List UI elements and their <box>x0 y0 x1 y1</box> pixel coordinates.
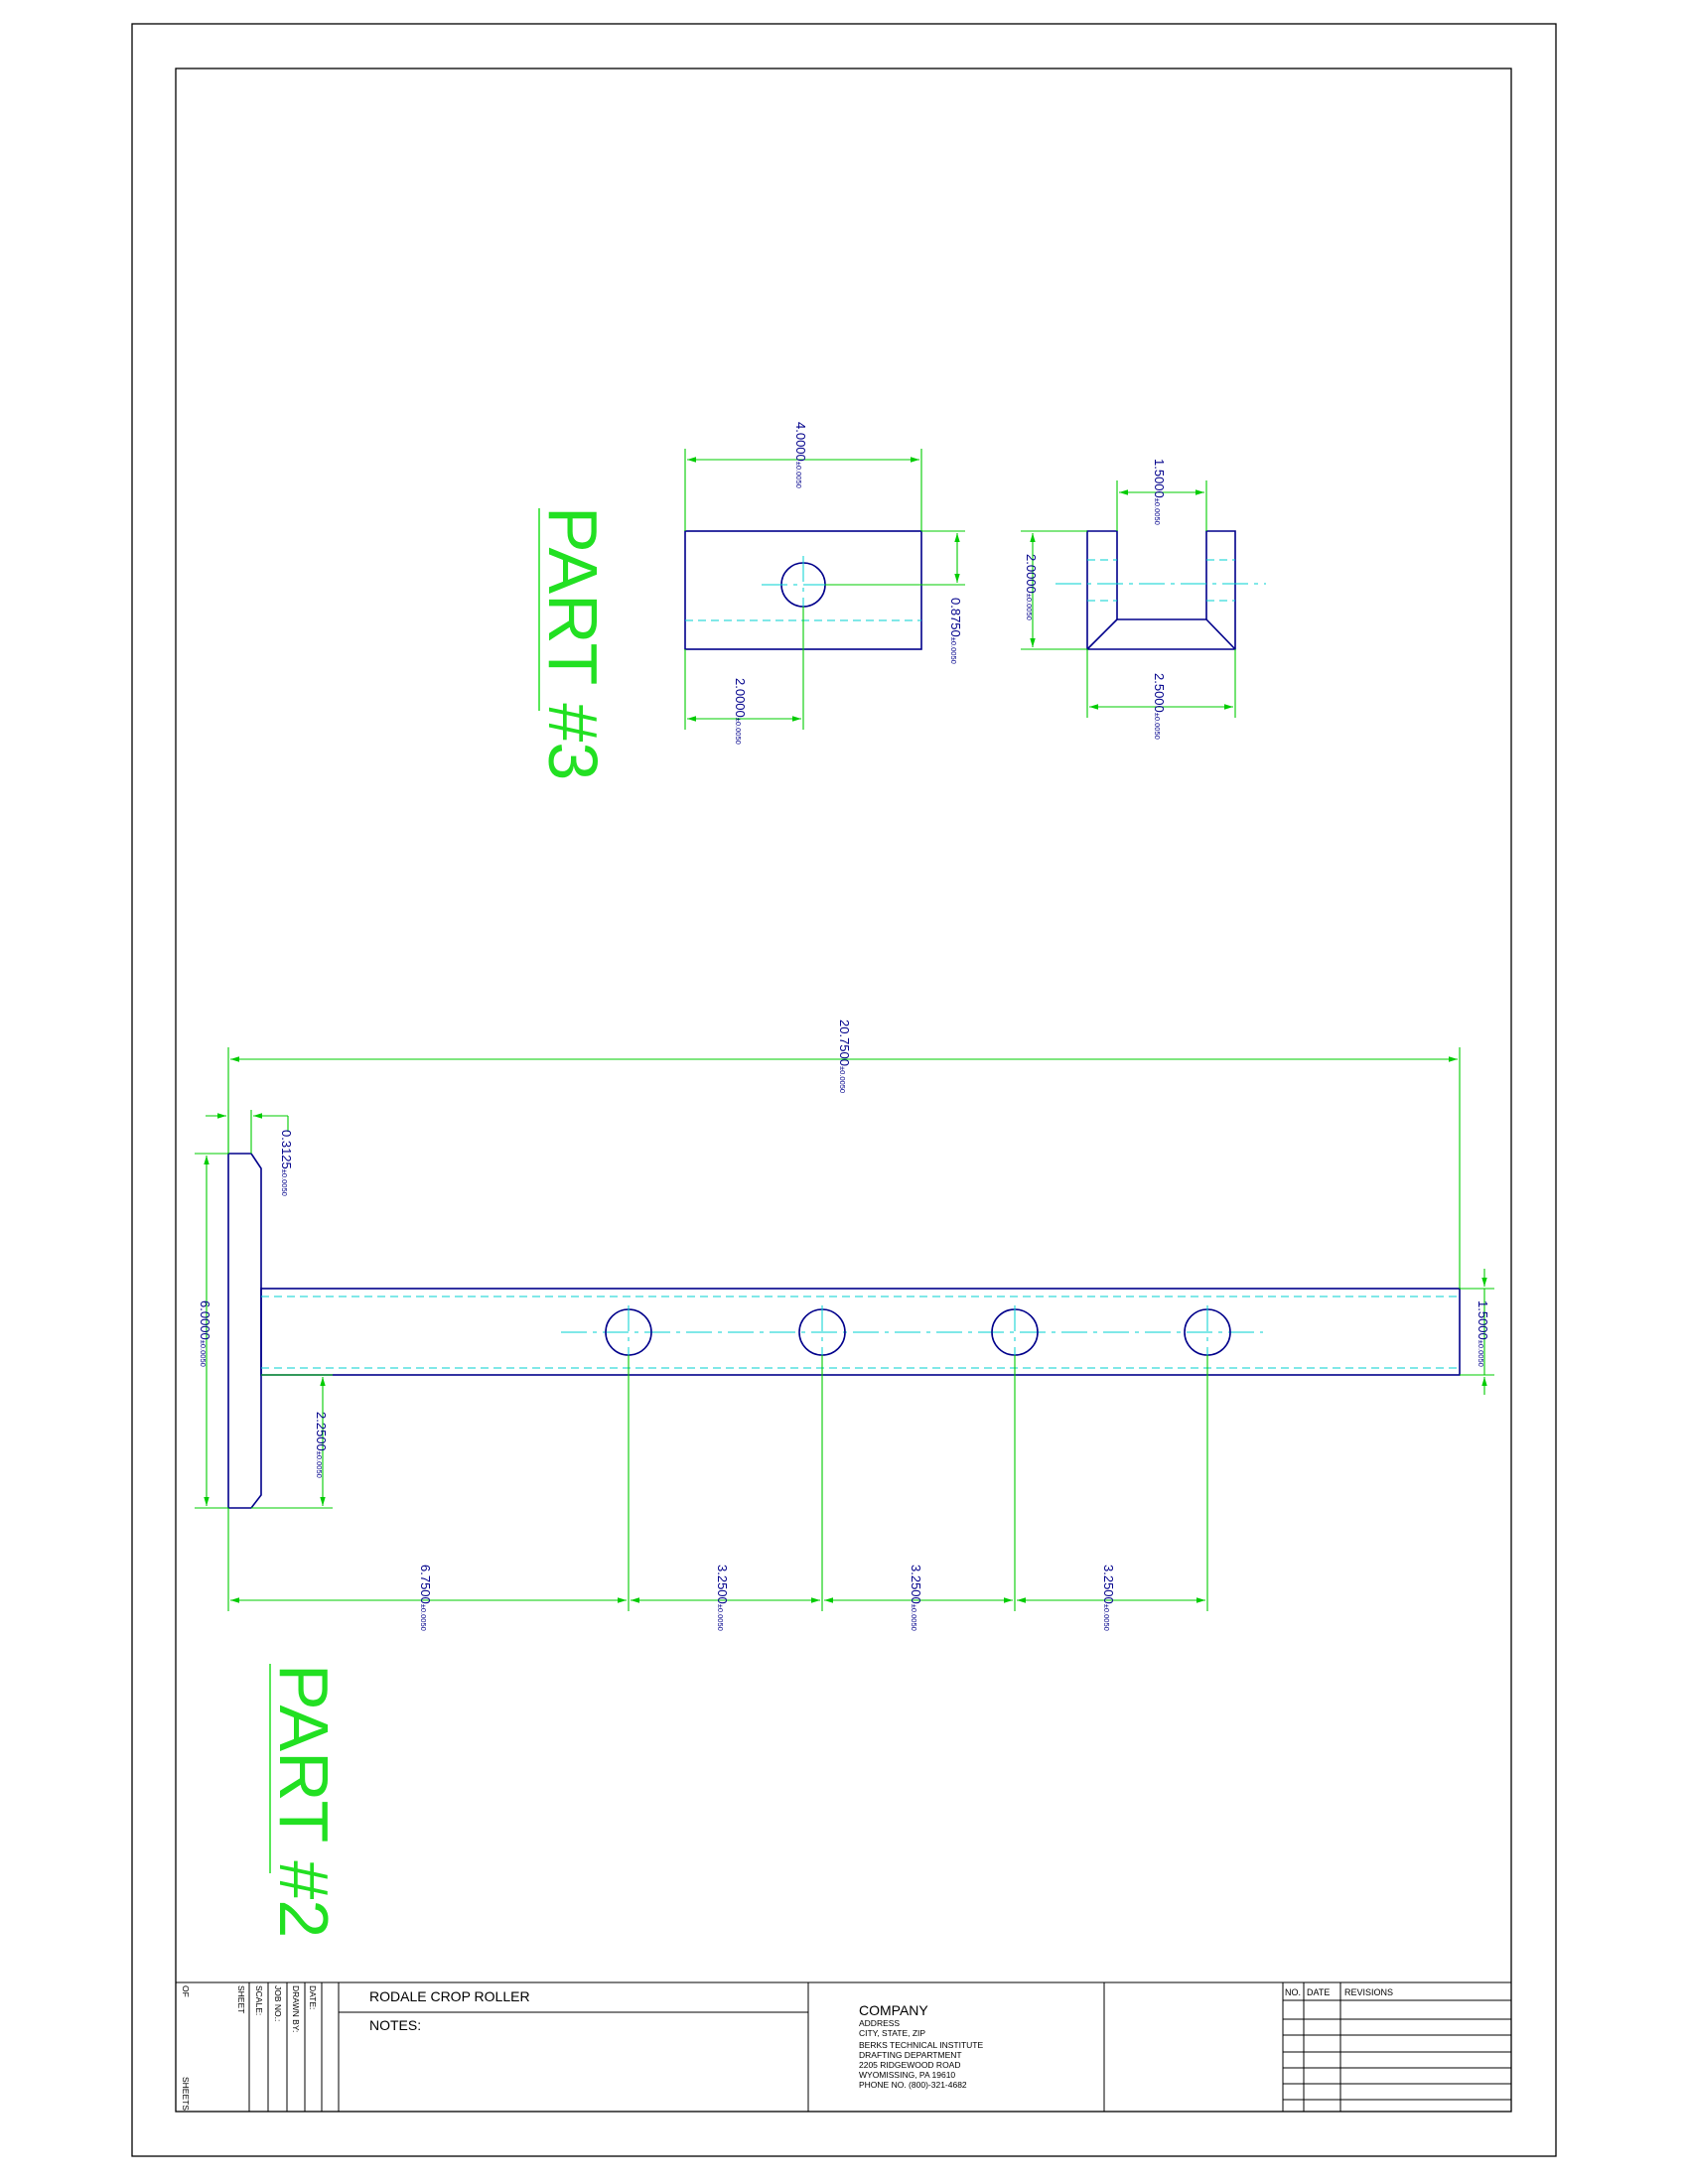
company-line-5: 2205 RIDGEWOOD ROAD <box>859 2060 961 2070</box>
part3-channel-view <box>1055 530 1266 650</box>
company-name: COMPANY <box>859 2002 928 2018</box>
field-date: DATE: <box>308 1985 318 2009</box>
part3-label-text: PART #3 <box>534 506 612 780</box>
dim-p3b-height: 2.0000±0.0050 <box>1021 530 1087 650</box>
field-job-no: JOB NO.: <box>273 1985 283 2021</box>
dim-p3-hole-y: 0.8750±0.0050 <box>825 530 965 664</box>
svg-text:2.0000±0.0050: 2.0000±0.0050 <box>1024 554 1039 620</box>
svg-text:2.0000±0.0050: 2.0000±0.0050 <box>733 678 748 745</box>
field-sheets: SHEETS <box>181 2077 191 2111</box>
dim-p3-hole-x: 2.0000±0.0050 <box>684 607 804 745</box>
dim-p2-holes: 6.7500±0.0050 3.2500±0.0050 3.2500±0.005… <box>227 1355 1208 1631</box>
dim-p2-head: 6.0000±0.0050 <box>195 1153 228 1509</box>
dim-p2-chamfer: 0.3125±0.0050 <box>206 1110 294 1196</box>
svg-text:20.7500±0.0050: 20.7500±0.0050 <box>837 1020 852 1093</box>
outer-border <box>131 23 1557 2157</box>
company-line-7: PHONE NO. (800)-321-4682 <box>859 2080 967 2090</box>
title-block: DATE: DRAWN BY: JOB NO.: SCALE: SHEET OF… <box>176 1981 1511 2112</box>
part2-body <box>227 1153 1461 1509</box>
company-line-1: ADDRESS <box>859 2018 900 2028</box>
rev-header-date: DATE <box>1307 1987 1330 1997</box>
rev-header-no: NO. <box>1285 1987 1301 1997</box>
dim-p2-pitch1: 3.2500±0.0050 <box>715 1565 730 1631</box>
dim-p2-overall: 20.7500±0.0050 <box>227 1020 1461 1289</box>
dim-p2-offset: 2.2500±0.0050 <box>251 1374 333 1509</box>
company-line-2: CITY, STATE, ZIP <box>859 2028 925 2038</box>
rev-header-revisions: REVISIONS <box>1344 1987 1393 1997</box>
svg-text:0.3125±0.0050: 0.3125±0.0050 <box>279 1130 294 1196</box>
part2-label-text: PART #2 <box>265 1664 343 1938</box>
company-line-6: WYOMISSING, PA 19610 <box>859 2070 955 2080</box>
svg-text:4.0000±0.0050: 4.0000±0.0050 <box>793 422 808 488</box>
part3-label: PART #3 <box>534 506 612 780</box>
notes-label: NOTES: <box>369 2017 421 2033</box>
svg-text:2.5000±0.0050: 2.5000±0.0050 <box>1152 673 1167 740</box>
part2-label: PART #2 <box>265 1664 343 1938</box>
dim-p2-pitch2: 3.2500±0.0050 <box>909 1565 923 1631</box>
inner-border <box>175 68 1512 2113</box>
svg-text:0.8750±0.0050: 0.8750±0.0050 <box>948 598 963 664</box>
dim-p3b-width: 2.5000±0.0050 <box>1086 649 1236 740</box>
dim-p2-bar: 1.5000±0.0050 <box>1460 1269 1494 1395</box>
svg-text:2.2500±0.0050: 2.2500±0.0050 <box>314 1412 329 1478</box>
field-of: OF <box>181 1985 191 1997</box>
dim-p2-pitch3: 3.2500±0.0050 <box>1101 1565 1116 1631</box>
field-drawn-by: DRAWN BY: <box>291 1985 301 2032</box>
company-line-3: BERKS TECHNICAL INSTITUTE <box>859 2040 983 2050</box>
company-line-4: DRAFTING DEPARTMENT <box>859 2050 962 2060</box>
drawing-title: RODALE CROP ROLLER <box>369 1988 530 2004</box>
dim-p3-width: 4.0000±0.0050 <box>684 422 922 531</box>
dim-p2-hole1: 6.7500±0.0050 <box>418 1565 433 1631</box>
dim-p3b-gap: 1.5000±0.0050 <box>1116 459 1207 531</box>
svg-text:1.5000±0.0050: 1.5000±0.0050 <box>1152 459 1167 525</box>
field-scale: SCALE: <box>254 1985 264 2015</box>
svg-text:6.0000±0.0050: 6.0000±0.0050 <box>198 1300 212 1367</box>
svg-text:1.5000±0.0050: 1.5000±0.0050 <box>1476 1300 1490 1367</box>
field-sheet: SHEET <box>236 1985 246 2013</box>
